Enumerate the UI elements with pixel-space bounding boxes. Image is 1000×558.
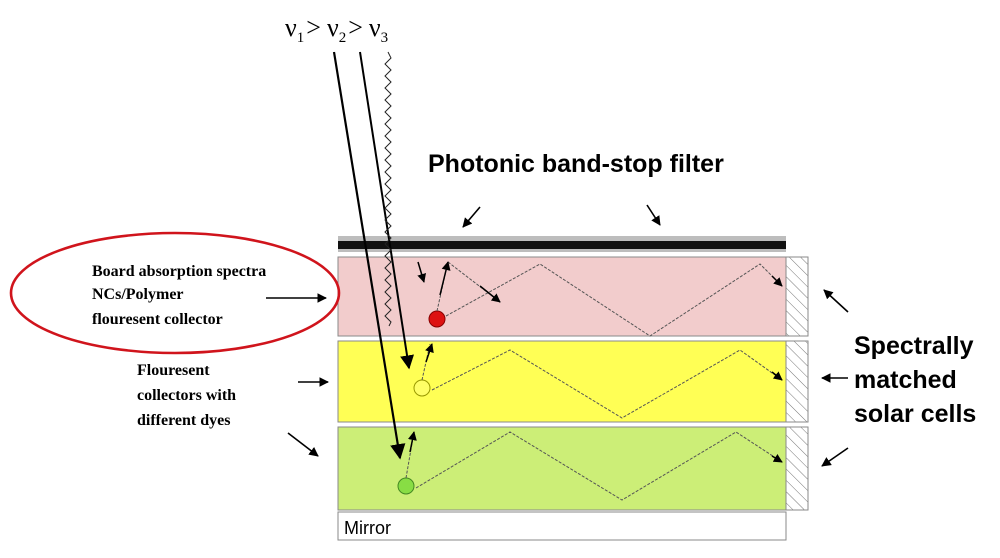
pink-arrow-cell (771, 275, 783, 287)
yellow-dye-layer (337, 340, 787, 423)
collectors-label-line3: different dyes (137, 412, 230, 429)
ray-nu3-head (417, 261, 426, 283)
mirror-label: Mirror (344, 518, 391, 538)
yellow-dye-dot (413, 379, 431, 397)
ray-nu2 (359, 51, 414, 370)
solar-cells-label-line1: Spectrally (854, 332, 974, 360)
absorption-label-line1: Board absorption spectra (92, 263, 266, 280)
yellow-arrow-cell (771, 371, 783, 381)
filter-arrow-left (462, 206, 481, 228)
absorption-label-line3: flouresent collector (92, 311, 223, 328)
gt-symbol-1: > (306, 13, 321, 42)
solar-cell-middle (785, 340, 809, 423)
filter-arrow-right (646, 204, 661, 226)
ray-nu3-wavy (384, 51, 392, 327)
nu1-symbol: ν (285, 13, 297, 42)
solar-cells-label-line2: matched (854, 366, 957, 394)
solar-cell-bottom (785, 426, 809, 511)
photonic-filter-bar (338, 236, 786, 252)
nu3-subscript: 3 (381, 30, 389, 46)
absorption-label-line2: NCs/Polymer (92, 286, 184, 303)
pink-arrow-up (439, 261, 451, 296)
collectors-label-line2: collectors with (137, 387, 236, 404)
nu2-subscript: 2 (339, 30, 347, 46)
frequency-label: ν1>ν2>ν3 (285, 13, 388, 46)
red-dye-dot (428, 310, 446, 328)
gt-symbol-2: > (348, 13, 363, 42)
nu2-symbol: ν (327, 13, 339, 42)
solar-arrow-bottom (821, 447, 849, 467)
filter-label: Photonic band-stop filter (428, 150, 724, 178)
pink-arrow-return (479, 285, 501, 303)
green-dye-layer (337, 426, 787, 511)
collectors-label-line1: Flouresent (137, 362, 210, 379)
mirror-layer (337, 511, 787, 541)
highlight-ellipse (9, 231, 341, 355)
green-dye-dot (397, 477, 415, 495)
solar-cells-label-line3: solar cells (854, 400, 976, 428)
green-arrow-up (407, 431, 417, 453)
collectors-arrow-bottom (287, 432, 319, 457)
nu1-subscript: 1 (297, 30, 305, 46)
pink-nc-polymer-layer (337, 256, 787, 337)
solar-cell-top (785, 256, 809, 337)
nu3-symbol: ν (369, 13, 381, 42)
green-arrow-cell (771, 453, 783, 463)
ray-nu1 (332, 51, 406, 460)
solar-arrow-top (823, 289, 849, 313)
yellow-arrow-up (425, 343, 434, 363)
